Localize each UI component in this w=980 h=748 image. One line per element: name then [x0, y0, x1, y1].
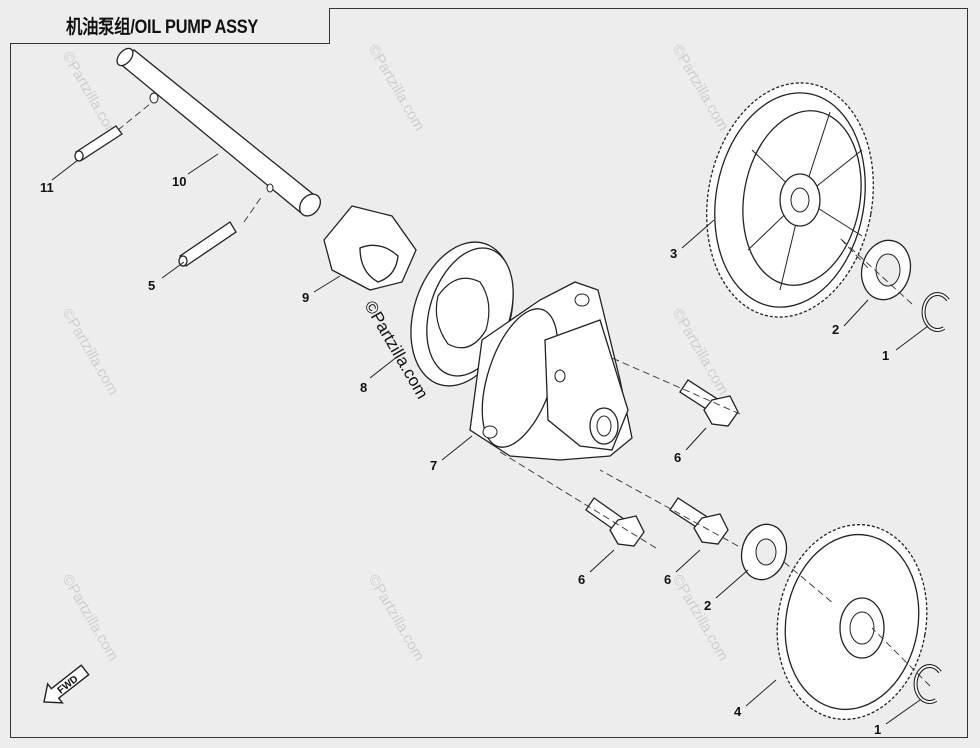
callout-2: 2 — [832, 322, 839, 337]
part-inner-rotor — [323, 205, 417, 291]
fwd-arrow: FWD — [43, 664, 90, 704]
callout-4: 4 — [734, 704, 742, 719]
watermark: ©Partzilla.com — [365, 572, 428, 664]
title-box: 机油泵组/OIL PUMP ASSY — [10, 8, 330, 44]
callouts: 11 10 5 9 8 7 3 2 1 6 6 6 2 4 1 — [40, 174, 889, 737]
callout-3: 3 — [670, 246, 677, 261]
part-gear-lower — [776, 523, 928, 721]
part-circlip-lower — [913, 664, 942, 704]
part-pump-body — [469, 281, 633, 461]
callout-1: 1 — [882, 348, 889, 363]
callout-1: 1 — [874, 722, 881, 737]
watermark: ©Partzilla.com — [59, 306, 122, 398]
leader-lines — [51, 153, 929, 725]
callout-10: 10 — [172, 174, 186, 189]
watermark: ©Partzilla.com — [669, 42, 732, 134]
part-pin-lower — [178, 221, 237, 267]
callout-6: 6 — [664, 572, 671, 587]
callout-9: 9 — [302, 290, 309, 305]
part-washer-lower — [740, 523, 788, 581]
part-shaft — [116, 47, 321, 217]
callout-7: 7 — [430, 458, 437, 473]
part-gear-upper — [706, 82, 874, 318]
part-pin-upper — [74, 125, 123, 162]
part-bolt-lower-right — [669, 497, 729, 545]
watermark: ©Partzilla.com — [59, 572, 122, 664]
watermark: ©Partzilla.com — [365, 42, 428, 134]
watermark: ©Partzilla.com — [59, 49, 122, 141]
part-washer-upper — [860, 239, 912, 301]
callout-6: 6 — [578, 572, 585, 587]
callout-2: 2 — [704, 598, 711, 613]
callout-11: 11 — [40, 180, 54, 195]
callout-8: 8 — [360, 380, 367, 395]
part-bolt-upper — [679, 379, 739, 427]
alignment-lines — [117, 103, 931, 687]
page-title: 机油泵组/OIL PUMP ASSY — [66, 17, 259, 38]
callout-6: 6 — [674, 450, 681, 465]
watermarks: ©Partzilla.com ©Partzilla.com ©Partzilla… — [59, 42, 732, 664]
callout-5: 5 — [148, 278, 155, 293]
part-circlip-upper — [921, 292, 950, 332]
part-bolt-lower-left — [585, 497, 645, 547]
watermark: ©Partzilla.com — [669, 572, 732, 664]
watermark: ©Partzilla.com — [669, 306, 732, 398]
